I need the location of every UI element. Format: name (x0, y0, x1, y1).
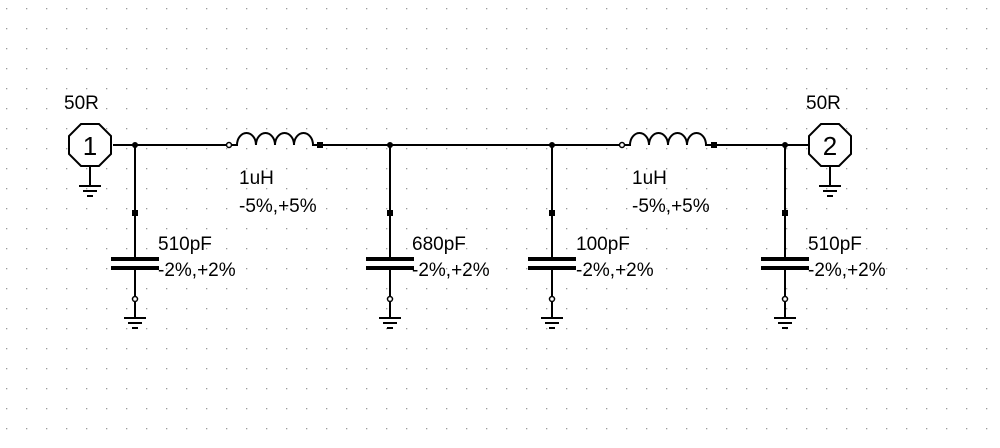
inductor-1-pin-a (225, 141, 233, 149)
inductor-2-tolerance: -5%,+5% (632, 196, 710, 217)
grid-dots (6, 8, 988, 430)
wires (89, 144, 831, 186)
capacitor-4-tolerance: -2%,+2% (808, 260, 886, 281)
capacitor-2[interactable] (366, 145, 414, 329)
capacitor-4-ground-icon (774, 317, 796, 329)
capacitor-4[interactable] (761, 145, 809, 329)
inductor-2-value: 1uH (632, 168, 667, 189)
port-2-octagon (808, 123, 852, 167)
inductor-2-pin-a (618, 141, 626, 149)
capacitor-1-value: 510pF (158, 234, 212, 255)
capacitor-3-tolerance: -2%,+2% (576, 260, 654, 281)
capacitor-2-value: 680pF (412, 234, 466, 255)
inductor-2-coil-icon (622, 132, 714, 146)
capacitor-2-ground-icon (379, 317, 401, 329)
capacitor-3-value: 100pF (576, 234, 630, 255)
port-2-number: 2 (822, 131, 838, 161)
port-1-ground-icon (79, 185, 101, 197)
port-1[interactable] (68, 123, 112, 197)
port-1-octagon (68, 123, 112, 167)
inductor-2[interactable] (618, 132, 718, 149)
inductor-1-coil-icon (229, 132, 320, 146)
port-2-ground-icon (819, 185, 841, 197)
port-1-impedance-label: 50R (64, 93, 99, 114)
capacitor-1-ground-icon (124, 317, 146, 329)
capacitor-4-value: 510pF (808, 234, 862, 255)
capacitor-1-tolerance: -2%,+2% (158, 260, 236, 281)
capacitor-1[interactable] (111, 145, 159, 329)
inductor-1-value: 1uH (239, 168, 274, 189)
capacitor-3-ground-icon (541, 317, 563, 329)
port-1-number: 1 (82, 131, 98, 161)
capacitor-3[interactable] (528, 145, 576, 329)
port-2-impedance-label: 50R (806, 93, 841, 114)
inductor-1[interactable] (225, 132, 324, 149)
inductor-1-pin-b (317, 142, 323, 148)
capacitor-2-tolerance: -2%,+2% (412, 260, 490, 281)
inductor-1-tolerance: -5%,+5% (239, 196, 317, 217)
port-2[interactable] (808, 123, 852, 197)
inductor-2-pin-b (711, 142, 717, 148)
